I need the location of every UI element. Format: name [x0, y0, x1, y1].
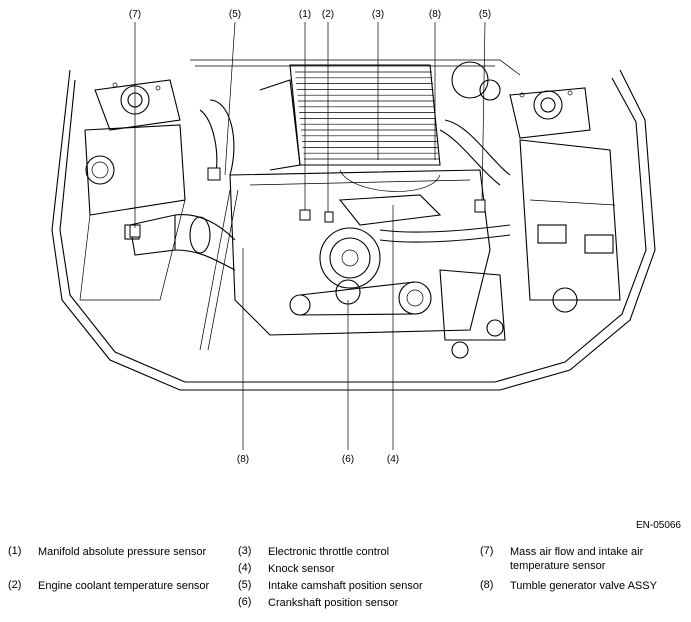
figure-id: EN-05066 [635, 520, 681, 531]
engine-compartment-diagram: (7) (5) (1) (2) (3) (8) (5) (8) (6) (4) [51, 9, 656, 465]
legend-number: (6) [238, 596, 252, 608]
callout-5-left: (5) [229, 9, 241, 20]
left-reservoir [79, 124, 186, 301]
legend-text: Engine coolant temperature sensor [38, 580, 210, 592]
legend-item-1: (1) Manifold absolute pressure sensor [8, 545, 228, 559]
legend-number: (1) [8, 545, 22, 557]
legend-number: (4) [238, 562, 252, 574]
callout-3: (3) [372, 9, 384, 20]
legend-number: (7) [480, 545, 494, 557]
coolant-temp-sensor-marker [324, 211, 334, 223]
crank-pulley [289, 279, 432, 316]
camshaft-sensor-marker-left [207, 167, 221, 181]
legend-item-8: (8) Tumble generator valve ASSY [480, 579, 657, 593]
hoses [199, 61, 511, 351]
left-strut-tower [94, 79, 181, 131]
alternator [319, 227, 381, 289]
engine-block [229, 169, 491, 336]
callout-6: (6) [342, 454, 354, 465]
legend-number: (5) [238, 579, 252, 591]
legend-text: Electronic throttle control [268, 546, 390, 558]
legend-item-4: (4) Knock sensor [238, 562, 335, 576]
right-strut-tower [509, 87, 591, 139]
legend-number: (8) [480, 579, 494, 591]
battery [519, 139, 621, 313]
callout-2: (2) [322, 9, 334, 20]
legend-text: Tumble generator valve ASSY [510, 580, 657, 592]
legend-number: (3) [238, 545, 252, 557]
legend-number: (2) [8, 579, 22, 591]
ac-compressor [439, 269, 506, 359]
legend-text: Intake camshaft position sensor [268, 580, 423, 592]
callout-5-right: (5) [479, 9, 491, 20]
map-sensor-marker [299, 209, 311, 221]
legend-text: Knock sensor [268, 563, 335, 575]
callout-4: (4) [387, 454, 399, 465]
legend-item-2: (2) Engine coolant temperature sensor [8, 579, 228, 593]
camshaft-sensor-marker-right [474, 199, 486, 213]
leader-lines [134, 21, 486, 450]
callout-1: (1) [299, 9, 311, 20]
legend-text: Manifold absolute pressure sensor [38, 546, 207, 558]
callout-7-top: (7) [129, 9, 141, 20]
callout-8-top: (8) [429, 9, 441, 20]
air-intake-duct [124, 214, 236, 271]
body-outline [51, 59, 656, 391]
legend-text: Crankshaft position sensor [268, 597, 399, 609]
legend-item-3: (3) Electronic throttle control [238, 545, 389, 559]
legend-text: Mass air flow and intake air temperature… [510, 546, 644, 572]
intercooler [259, 64, 441, 171]
legend-item-6: (6) Crankshaft position sensor [238, 596, 398, 610]
sensor-markers [129, 167, 486, 238]
callout-labels: (7) (5) (1) (2) (3) (8) (5) (8) (6) (4) [129, 9, 491, 465]
legend-item-5: (5) Intake camshaft position sensor [238, 579, 423, 593]
legend-item-7: (7) Mass air flow and intake air tempera… [480, 545, 685, 573]
callout-8-bottom: (8) [237, 454, 249, 465]
